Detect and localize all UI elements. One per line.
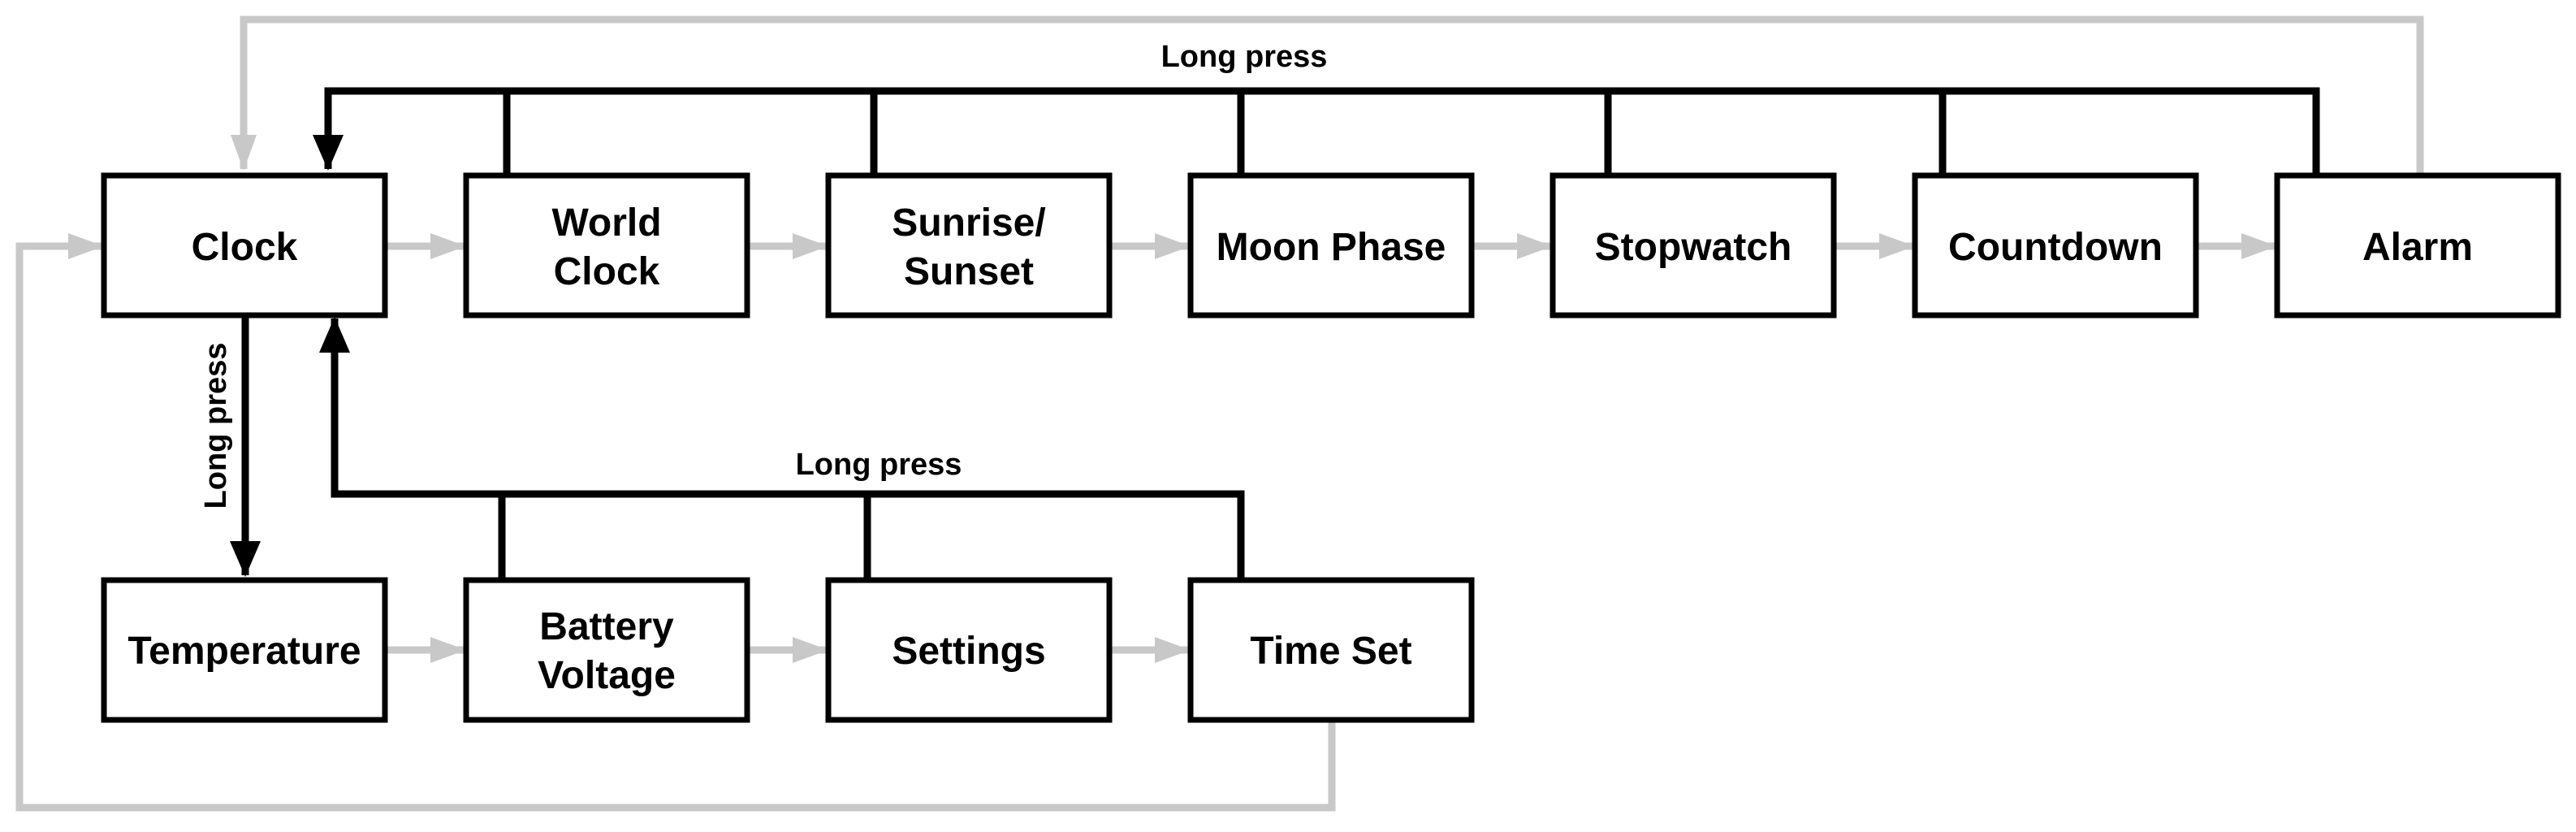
- long-press-label-top: Long press: [1161, 40, 1328, 74]
- node-sunrise-sunset-label-line1: Sunrise/: [892, 202, 1045, 245]
- arrow-time-set-return-to-clock: [15, 233, 1336, 812]
- node-temperature: [101, 577, 388, 723]
- node-battery-voltage: [463, 577, 750, 723]
- short-press-arrows: [15, 15, 2424, 812]
- long-press-label-vertical: Long press: [199, 343, 233, 509]
- node-clock-label: Clock: [192, 226, 298, 269]
- long-press-arrows: [230, 87, 2320, 578]
- node-temperature-label: Temperature: [128, 630, 361, 673]
- node-world-clock-label-line1: World: [551, 202, 661, 245]
- node-sunrise-sunset-label-line2: Sunset: [904, 250, 1034, 293]
- node-world-clock-label-line2: Clock: [554, 250, 660, 293]
- long-press-bus-bottom: [319, 317, 1245, 578]
- node-stopwatch: [1549, 172, 1837, 318]
- node-alarm: [2274, 172, 2561, 318]
- node-battery-voltage-label-line2: Voltage: [538, 654, 676, 697]
- node-world-clock: [463, 172, 750, 318]
- long-press-bus-top: [313, 87, 2320, 174]
- node-countdown-label: Countdown: [1948, 226, 2163, 269]
- node-time-set: [1187, 577, 1475, 723]
- node-battery-voltage-label-line1: Battery: [539, 605, 674, 648]
- node-clock: [101, 172, 388, 318]
- mode-labels: Clock World Clock Sunrise/ Sunset Moon P…: [128, 202, 2473, 697]
- arrow-alarm-return-to-clock: [231, 15, 2424, 174]
- node-alarm-label: Alarm: [2362, 226, 2473, 269]
- node-sunrise-sunset: [825, 172, 1113, 318]
- node-settings-label: Settings: [892, 630, 1045, 673]
- node-stopwatch-label: Stopwatch: [1595, 226, 1792, 269]
- long-press-label-middle: Long press: [796, 448, 962, 482]
- node-time-set-label: Time Set: [1250, 630, 1411, 673]
- node-countdown: [1912, 172, 2199, 318]
- mode-boxes: [101, 172, 2561, 723]
- node-settings: [825, 577, 1113, 723]
- node-moon-phase-label: Moon Phase: [1217, 226, 1446, 269]
- node-moon-phase: [1187, 172, 1475, 318]
